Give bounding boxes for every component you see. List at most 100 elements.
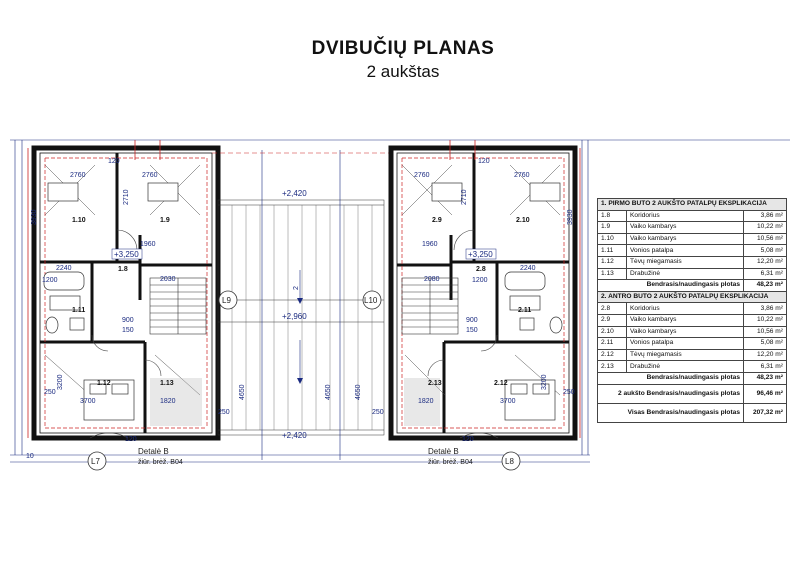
dimension-label: 3200 (57, 374, 64, 390)
axis-marker (218, 290, 238, 310)
dimension-label: 3700 (500, 398, 516, 405)
dimension-label: 2 (293, 286, 300, 290)
dimension-label: 2710 (123, 189, 130, 205)
dimension-label: 1200 (472, 277, 488, 284)
room-name: Vonios patalpa (626, 337, 744, 350)
room-name: Vaiko kambarys (626, 221, 744, 234)
room-area: 5,08 m² (743, 244, 787, 257)
dimension-label: 2760 (514, 172, 530, 179)
axis-marker (362, 290, 382, 310)
room-name: Vaiko kambarys (626, 313, 744, 327)
level-mark: +2,420 (282, 189, 307, 198)
room-number: 1.10 (597, 232, 627, 246)
unit2-table-header: 2. ANTRO BUTO 2 AUKŠTO PATALPŲ EKSPLIKAC… (597, 290, 787, 304)
dimension-label: 2240 (520, 265, 536, 272)
room-number: 1.11 (597, 244, 627, 257)
room-label: 2.8 (476, 266, 486, 273)
room-number: 2.8 (597, 302, 627, 315)
room-area: 3,86 m² (743, 209, 787, 223)
room-area: 5,08 m² (743, 337, 787, 350)
dimension-label: 120 (478, 158, 490, 165)
room-label: 2.9 (432, 217, 442, 224)
axis-label: L8 (505, 457, 514, 466)
dimension-label: 3930 (567, 209, 574, 225)
room-label: 2.13 (428, 380, 442, 387)
room-name: Drabužinė (626, 360, 744, 373)
dimension-label: 2760 (70, 172, 86, 179)
floor-total-label: 2 aukšto Bendrasis/naudingasis plotas (597, 383, 744, 404)
total-value: 48,23 m² (743, 371, 787, 385)
dimension-label: 4650 (239, 384, 246, 400)
room-label: 1.12 (97, 380, 111, 387)
level-mark: +2,420 (282, 431, 307, 440)
detail-reference: žiūr. brėž. B04 (138, 459, 183, 466)
room-name: Vaiko kambarys (626, 325, 744, 339)
dimension-label: 150 (122, 327, 134, 334)
room-area: 12,20 m² (743, 348, 787, 362)
room-area: 10,56 m² (743, 325, 787, 339)
dimension-label: 900 (466, 317, 478, 324)
left-unit-plan (27, 140, 221, 441)
dimension-label: 250 (563, 389, 575, 396)
room-number: 2.9 (597, 313, 627, 327)
room-explication-table: 1. PIRMO BUTO 2 AUKŠTO PATALPŲ EKSPLIKAC… (597, 198, 787, 423)
room-name: Tėvų miegamasis (626, 348, 744, 362)
room-number: 2.13 (597, 360, 627, 373)
axis-label: L10 (364, 296, 378, 305)
room-name: Tėvų miegamasis (626, 255, 744, 269)
room-area: 6,31 m² (743, 360, 787, 373)
room-label: 1.11 (72, 307, 85, 314)
room-name: Vaiko kambarys (626, 232, 744, 246)
room-area: 10,22 m² (743, 313, 787, 327)
dimension-label: 2240 (56, 265, 72, 272)
unit1-table-header: 1. PIRMO BUTO 2 AUKŠTO PATALPŲ EKSPLIKAC… (597, 198, 787, 211)
detail-reference: žiūr. brėž. B04 (428, 459, 473, 466)
page-title: DVIBUČIŲ PLANAS (311, 38, 495, 59)
room-name: Vonios patalpa (626, 244, 744, 257)
room-name: Koridorius (626, 209, 744, 223)
dimension-label: 4650 (355, 384, 362, 400)
room-number: 2.11 (597, 337, 627, 350)
floor-total-value: 96,46 m² (743, 383, 787, 404)
dimension-label: 1960 (422, 241, 438, 248)
axis-marker (501, 451, 521, 471)
detail-label: Detalė B (138, 447, 169, 456)
dimension-label: 2080 (424, 276, 440, 283)
grand-total-label: Visas Bendrasis/naudingasis plotas (597, 402, 744, 423)
room-area: 10,56 m² (743, 232, 787, 246)
detail-label: Detalė B (428, 447, 459, 456)
right-unit-outer-wall (388, 145, 578, 441)
axis-label: L7 (91, 457, 100, 466)
page-subtitle: 2 aukštas (366, 62, 440, 81)
room-label: 1.13 (160, 380, 174, 387)
dimension-label: 2710 (461, 189, 468, 205)
total-label: Bendrasis/naudingasis plotas (597, 371, 744, 385)
dimension-label: 1820 (160, 398, 176, 405)
dimension-label: 1200 (42, 277, 58, 284)
room-number: 2.10 (597, 325, 627, 339)
outer-dimension-lines (10, 139, 790, 463)
room-area: 3,86 m² (743, 302, 787, 315)
room-label: 1.9 (160, 217, 170, 224)
grand-total-value: 207,32 m² (743, 402, 787, 423)
dimension-label: 250 (218, 409, 230, 416)
room-name: Drabužinė (626, 267, 744, 281)
total-value: 48,23 m² (743, 279, 787, 292)
room-label: 2.11 (518, 307, 531, 314)
dimension-label: 3700 (80, 398, 96, 405)
level-mark: +3,250 (468, 250, 493, 259)
room-number: 2.12 (597, 348, 627, 362)
axis-marker (87, 451, 107, 471)
dimension-label: 3200 (541, 374, 548, 390)
dimension-label: 120 (462, 436, 474, 443)
